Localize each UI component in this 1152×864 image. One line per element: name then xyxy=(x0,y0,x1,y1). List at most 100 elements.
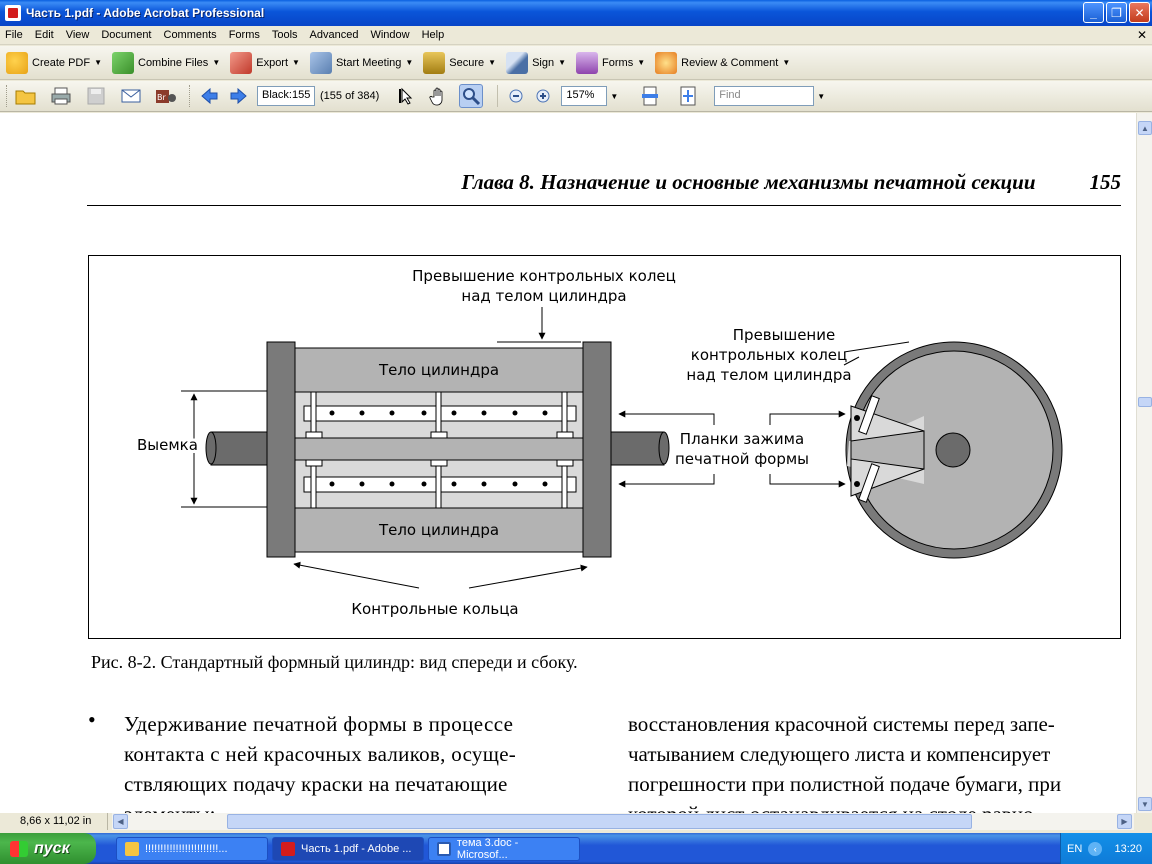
scroll-left-arrow-icon[interactable]: ◀ xyxy=(113,814,128,829)
bridge-button[interactable]: Br xyxy=(154,84,178,108)
acrobat-app-icon xyxy=(5,5,21,21)
menu-file[interactable]: File xyxy=(5,29,23,41)
left-shaft xyxy=(210,431,272,466)
status-bar: 8,66 x 11,02 in ◀ ▶ xyxy=(0,813,1152,830)
scroll-up-arrow-icon[interactable]: ▲ xyxy=(1138,121,1152,135)
menu-window[interactable]: Window xyxy=(370,29,410,41)
scroll-right-arrow-icon[interactable]: ▶ xyxy=(1117,814,1132,829)
next-page-button[interactable] xyxy=(227,84,251,108)
open-button[interactable] xyxy=(14,84,38,108)
menu-advanced[interactable]: Advanced xyxy=(309,29,359,41)
pdf-icon xyxy=(281,841,295,856)
menu-comments[interactable]: Comments xyxy=(163,29,217,41)
review-comment-button[interactable]: Review & Comment▼ xyxy=(655,51,790,74)
toolbar-separator xyxy=(497,85,499,107)
scroll-down-arrow-icon[interactable]: ▼ xyxy=(1138,797,1152,811)
folder-icon xyxy=(125,841,139,856)
zoom-tool-button[interactable] xyxy=(459,84,484,108)
find-input[interactable]: Find xyxy=(714,86,815,106)
word-icon xyxy=(437,841,451,856)
taskbar-button-acrobat[interactable]: Часть 1.pdf - Adobe ... xyxy=(272,836,424,861)
start-meeting-button[interactable]: Start Meeting▼ xyxy=(309,51,413,74)
navigation-toolbar: Br Black:155 (155 of 384) 157% ▼ Find ▼ xyxy=(0,81,1152,112)
toolbar-grip-2[interactable] xyxy=(189,85,192,107)
window-controls: _ ❐ ✕ xyxy=(1083,2,1150,23)
label-clamps-2: печатной формы xyxy=(675,450,809,468)
forms-button[interactable]: Forms▼ xyxy=(576,51,645,74)
menu-help[interactable]: Help xyxy=(421,29,445,41)
cylinder-diagram: Превышение контрольных колец над телом ц… xyxy=(134,267,1063,618)
label-top-excess-1: Превышение контрольных колец xyxy=(412,267,676,285)
floppy-icon xyxy=(87,87,105,105)
clamp-bar-bottom xyxy=(303,459,577,509)
system-tray: EN ‹ 13:20 xyxy=(1060,833,1152,864)
label-gap: Выемка xyxy=(137,436,198,454)
horizontal-scroll-thumb[interactable] xyxy=(227,814,972,829)
pen-icon xyxy=(506,51,529,74)
fit-width-button[interactable] xyxy=(638,84,662,108)
page-header: Глава 8. Назначение и основные механизмы… xyxy=(87,170,1121,195)
menu-forms[interactable]: Forms xyxy=(228,29,260,41)
email-button[interactable] xyxy=(119,84,143,108)
menu-bar: File Edit View Document Comments Forms T… xyxy=(0,26,1152,45)
select-tool-button[interactable] xyxy=(395,84,419,108)
right-shaft xyxy=(608,431,665,466)
save-button[interactable] xyxy=(84,84,108,108)
create-pdf-button[interactable]: Create PDF▼ xyxy=(6,51,102,74)
minimize-button[interactable]: _ xyxy=(1083,2,1104,23)
fit-page-icon xyxy=(642,86,659,106)
language-indicator[interactable]: EN xyxy=(1067,842,1083,855)
label-body-top: Тело цилиндра xyxy=(378,361,499,379)
page-size-readout: 8,66 x 11,02 in xyxy=(0,813,108,830)
close-button[interactable]: ✕ xyxy=(1129,2,1150,23)
control-ring-left xyxy=(266,341,296,558)
vertical-scroll-thumb[interactable] xyxy=(1138,397,1152,407)
zoom-dropdown-icon[interactable]: ▼ xyxy=(610,91,619,101)
taskbar-button-folder[interactable]: !!!!!!!!!!!!!!!!!!!!!!!!... xyxy=(116,836,268,861)
cylinder-side-view xyxy=(845,341,1063,559)
document-close-button[interactable]: ✕ xyxy=(1136,28,1147,42)
taskbar-button-word[interactable]: тема 3.doc - Microsof... xyxy=(428,836,580,861)
page-number-input[interactable]: Black:155 xyxy=(257,86,315,106)
page-number: 155 xyxy=(1089,170,1122,194)
svg-text:Br: Br xyxy=(157,93,166,102)
left-line-3: ствляющих подачу краски на печатающие xyxy=(124,772,508,796)
vertical-scrollbar[interactable]: ▲ ▼ xyxy=(1136,113,1152,813)
right-line-3: погрешности при полистной подаче бумаги,… xyxy=(628,772,1062,796)
cursor-icon xyxy=(399,87,413,105)
sign-button[interactable]: Sign▼ xyxy=(506,51,566,74)
zoom-level-input[interactable]: 157% xyxy=(561,86,608,106)
comment-icon xyxy=(655,51,678,74)
export-icon xyxy=(230,51,253,74)
magnifier-icon xyxy=(463,88,481,106)
bullet-point: • xyxy=(88,707,96,732)
menu-tools[interactable]: Tools xyxy=(271,29,298,41)
maximize-button[interactable]: ❐ xyxy=(1106,2,1127,23)
export-button[interactable]: Export▼ xyxy=(230,51,300,74)
figure-frame: Превышение контрольных колец над телом ц… xyxy=(88,255,1121,639)
header-rule xyxy=(87,205,1121,206)
hand-tool-button[interactable] xyxy=(427,84,451,108)
secure-button[interactable]: Secure▼ xyxy=(423,51,496,74)
combine-files-button[interactable]: Combine Files▼ xyxy=(112,51,220,74)
label-clamps-1: Планки зажима xyxy=(680,430,804,448)
menu-edit[interactable]: Edit xyxy=(34,29,54,41)
full-screen-button[interactable] xyxy=(676,84,700,108)
label-top-excess-2: над телом цилиндра xyxy=(461,287,626,305)
print-button[interactable] xyxy=(49,84,73,108)
label-body-bottom: Тело цилиндра xyxy=(378,521,499,539)
zoom-in-button[interactable] xyxy=(531,84,555,108)
previous-page-button[interactable] xyxy=(197,84,221,108)
page-count: (155 of 384) xyxy=(320,90,380,102)
start-button[interactable]: пуск xyxy=(0,833,96,864)
zoom-in-icon xyxy=(536,89,550,103)
open-folder-icon xyxy=(15,90,36,105)
tray-expand-icon[interactable]: ‹ xyxy=(1088,841,1103,856)
horizontal-scrollbar[interactable]: ◀ ▶ xyxy=(112,813,1134,830)
menu-view[interactable]: View xyxy=(65,29,90,41)
find-dropdown-icon[interactable]: ▼ xyxy=(817,91,826,101)
label-side-excess-3: над телом цилиндра xyxy=(686,366,851,384)
menu-document[interactable]: Document xyxy=(101,29,152,41)
toolbar-grip[interactable] xyxy=(6,85,9,107)
zoom-out-button[interactable] xyxy=(504,84,528,108)
